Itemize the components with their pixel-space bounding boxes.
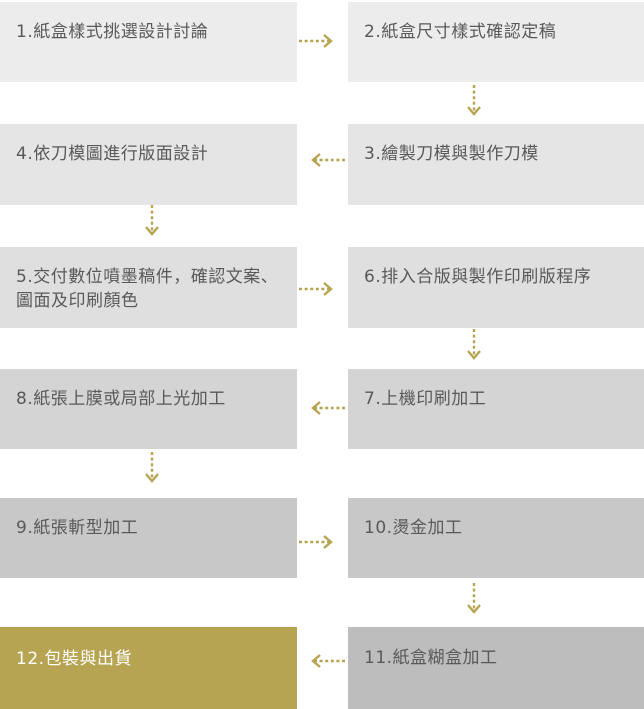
- step-3: 3.繪製刀模與製作刀模: [348, 124, 644, 205]
- step-9: 9.紙張斬型加工: [0, 498, 297, 578]
- arrow-6-to-7-icon: [465, 328, 483, 364]
- arrow-8-to-9-icon: [143, 451, 161, 487]
- step-8: 8.紙張上膜或局部上光加工: [0, 369, 297, 449]
- arrow-9-to-10-icon: [298, 533, 338, 551]
- step-2: 2.紙盒尺寸樣式確認定稿: [348, 2, 644, 82]
- arrow-10-to-11-icon: [465, 582, 483, 618]
- step-10: 10.燙金加工: [348, 498, 644, 578]
- step-5: 5.交付數位噴墨稿件，確認文案、圖面及印刷顏色: [0, 247, 297, 328]
- arrow-1-to-2-icon: [298, 32, 338, 50]
- arrow-5-to-6-icon: [298, 280, 338, 298]
- arrow-3-to-4-icon: [306, 151, 346, 169]
- step-7: 7.上機印刷加工: [348, 369, 644, 449]
- arrow-2-to-3-icon: [465, 84, 483, 120]
- step-11: 11.紙盒糊盒加工: [348, 627, 644, 709]
- step-12: 12.包裝與出貨: [0, 627, 297, 709]
- arrow-7-to-8-icon: [306, 399, 346, 417]
- step-4: 4.依刀模圖進行版面設計: [0, 124, 297, 205]
- step-6: 6.排入合版與製作印刷版程序: [348, 247, 644, 328]
- arrow-11-to-12-icon: [306, 652, 346, 670]
- arrow-4-to-5-icon: [143, 204, 161, 240]
- step-1: 1.紙盒樣式挑選設計討論: [0, 2, 297, 82]
